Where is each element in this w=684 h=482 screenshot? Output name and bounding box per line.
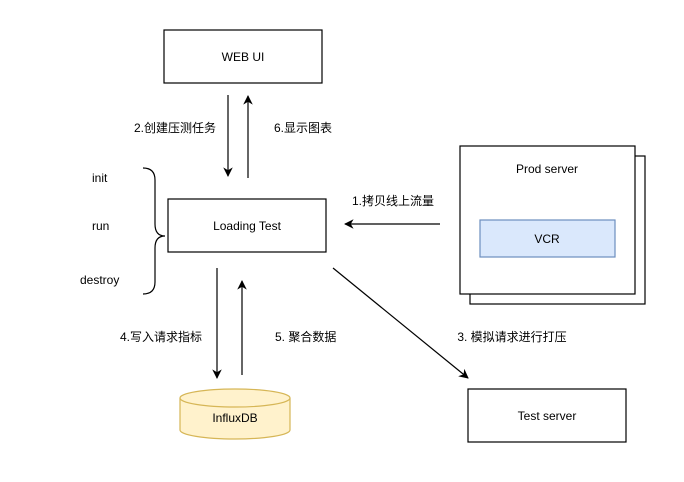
loading-test-label: Loading Test bbox=[213, 219, 282, 233]
prod-server-label: Prod server bbox=[516, 162, 578, 176]
test-server-label: Test server bbox=[518, 409, 577, 423]
loading-test-node: Loading Test bbox=[167, 198, 327, 253]
simulate-arrow bbox=[332, 267, 469, 379]
show-chart-label: 6.显示图表 bbox=[274, 121, 332, 135]
prod-server-node: Prod server VCR bbox=[459, 145, 646, 305]
vcr-label: VCR bbox=[534, 232, 560, 246]
lifecycle-destroy: destroy bbox=[80, 273, 119, 287]
lifecycle-init: init bbox=[92, 171, 108, 185]
influxdb-label: InfluxDB bbox=[212, 411, 257, 425]
test-server-node: Test server bbox=[467, 388, 627, 443]
aggregate-label: 5. 聚合数据 bbox=[275, 329, 336, 344]
web-ui-node: WEB UI bbox=[163, 29, 323, 84]
influxdb-node: InfluxDB bbox=[179, 388, 291, 440]
lifecycle-brace bbox=[142, 167, 166, 295]
simulate-label: 3. 模拟请求进行打压 bbox=[457, 330, 566, 344]
copy-traffic-label: 1.拷贝线上流量 bbox=[352, 193, 434, 208]
web-ui-label: WEB UI bbox=[222, 50, 265, 64]
lifecycle-run: run bbox=[92, 219, 109, 233]
vcr-node bbox=[479, 219, 616, 258]
write-metrics-label: 4.写入请求指标 bbox=[120, 329, 202, 344]
create-task-label: 2.创建压测任务 bbox=[134, 120, 216, 135]
